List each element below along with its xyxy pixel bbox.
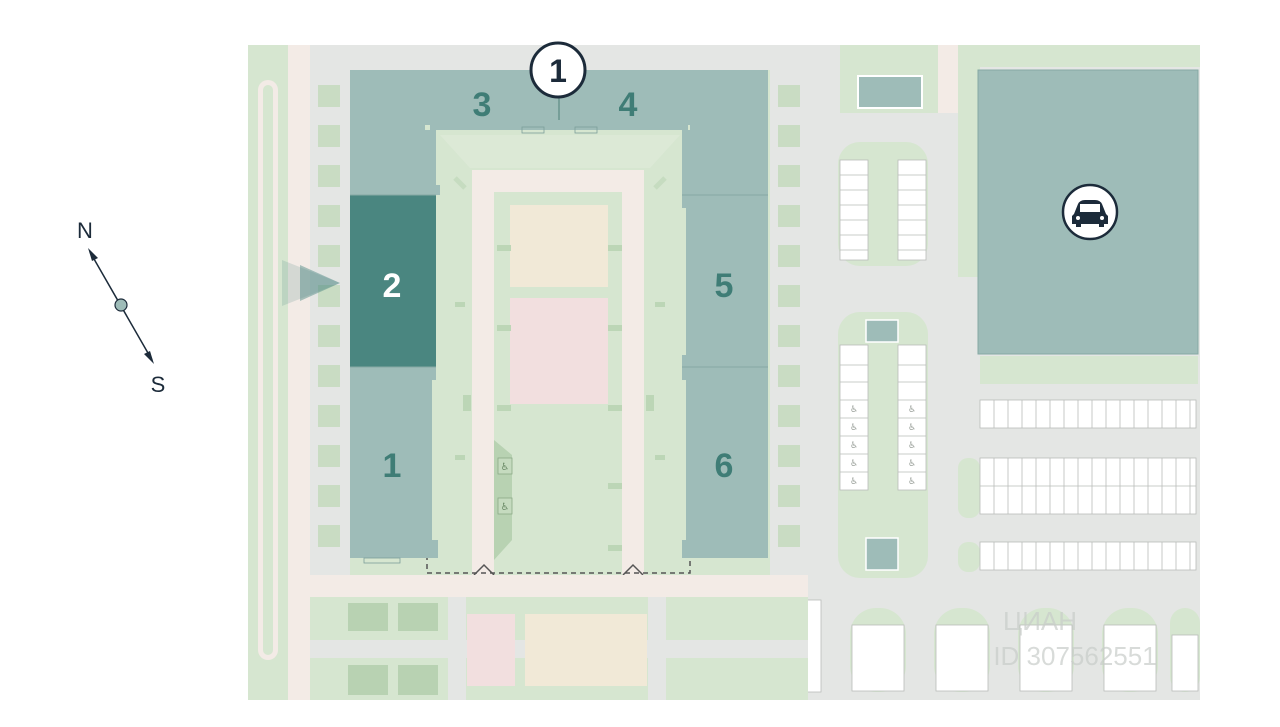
south-playground bbox=[467, 614, 515, 686]
south-sports-field bbox=[525, 614, 647, 686]
building-2[interactable] bbox=[350, 195, 436, 367]
svg-text:♿: ♿ bbox=[850, 440, 858, 450]
svg-text:♿: ♿ bbox=[850, 404, 858, 414]
watermark-brand: ЦИАН bbox=[1003, 606, 1077, 636]
svg-text:♿: ♿ bbox=[908, 422, 916, 432]
footpath-west bbox=[288, 45, 310, 700]
svg-text:♿: ♿ bbox=[850, 476, 858, 486]
wheelchair-icon: ♿ ♿ bbox=[497, 457, 513, 515]
parking-row-east bbox=[979, 399, 1197, 571]
car-icon bbox=[1061, 183, 1119, 241]
sports-field-north bbox=[510, 205, 608, 287]
grass-patches-west bbox=[318, 85, 800, 547]
south-arrow-icon bbox=[144, 351, 154, 364]
building-2-footprint[interactable] bbox=[350, 195, 436, 367]
svg-text:♿: ♿ bbox=[908, 440, 916, 450]
building-1[interactable] bbox=[350, 367, 438, 564]
svg-text:♿: ♿ bbox=[850, 422, 858, 432]
svg-text:♿: ♿ bbox=[908, 404, 916, 414]
footpath-inner-east bbox=[622, 170, 644, 575]
compass-north-label: N bbox=[77, 218, 93, 243]
gate-icon bbox=[622, 563, 644, 576]
building-6[interactable] bbox=[682, 367, 768, 558]
building-5-label: 5 bbox=[715, 267, 734, 305]
section-marker[interactable]: 1 bbox=[529, 41, 587, 99]
watermark-id: ID 307562551 bbox=[993, 641, 1156, 671]
footpath-south bbox=[288, 575, 808, 597]
building-4-label: 4 bbox=[619, 86, 638, 124]
compass: N S bbox=[77, 218, 165, 397]
parking-spaces bbox=[839, 159, 927, 261]
road-east bbox=[808, 45, 840, 700]
building-5-footprint[interactable] bbox=[682, 195, 768, 367]
building-1-footprint[interactable] bbox=[350, 367, 438, 558]
wheelchair-icon: ♿ ♿ ♿ ♿ ♿ ♿ ♿ ♿ ♿ ♿ bbox=[850, 404, 916, 486]
garden-beds bbox=[348, 603, 438, 695]
svg-text:♿: ♿ bbox=[850, 458, 858, 468]
building-2-label: 2 bbox=[383, 267, 402, 305]
courtyard-fence bbox=[426, 555, 691, 574]
compass-center-icon bbox=[114, 298, 128, 312]
section-marker-label: 1 bbox=[549, 53, 567, 89]
svg-text:♿: ♿ bbox=[501, 502, 510, 513]
building-1-label: 1 bbox=[383, 447, 402, 485]
building-3[interactable] bbox=[350, 130, 436, 195]
building-4[interactable] bbox=[682, 130, 768, 195]
svg-text:♿: ♿ bbox=[501, 462, 510, 473]
entrance-arrow-icon bbox=[282, 260, 340, 306]
svg-text:♿: ♿ bbox=[908, 458, 916, 468]
building-3-label: 3 bbox=[473, 86, 492, 124]
svg-text:♿: ♿ bbox=[908, 476, 916, 486]
utility-building bbox=[857, 75, 923, 109]
compass-south-label: S bbox=[151, 372, 166, 397]
building-5[interactable] bbox=[682, 195, 768, 367]
gate-icon bbox=[473, 563, 495, 576]
footpath-north bbox=[472, 170, 644, 192]
building-6-footprint[interactable] bbox=[682, 367, 768, 558]
building-6-label: 6 bbox=[715, 447, 734, 485]
north-plaza bbox=[440, 135, 680, 168]
playground-court bbox=[510, 298, 608, 404]
north-arrow-icon bbox=[88, 248, 98, 261]
footpath-inner-west bbox=[472, 170, 494, 575]
